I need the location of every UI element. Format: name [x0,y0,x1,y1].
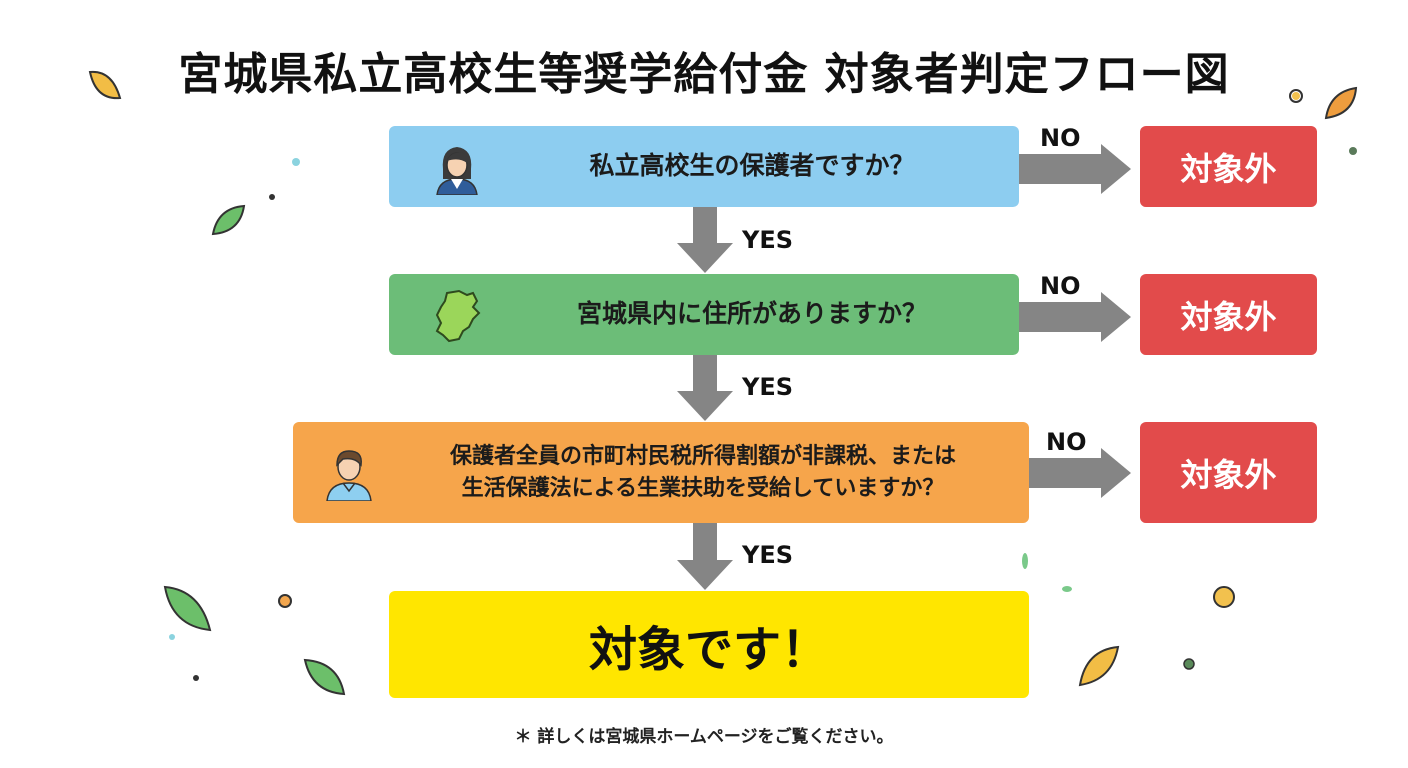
dot [193,675,199,681]
no-label: NO [1040,124,1081,152]
dot [169,634,175,640]
no-label: NO [1046,428,1087,456]
question-text-line: 生活保護法による生業扶助を受給していますか？ [461,475,945,501]
miyagi-map-icon [435,289,481,342]
leaf-icon [163,585,212,632]
footnote: ＊ 詳しくは宮城県ホームページをご覧ください。 [514,727,894,747]
yes-label: YES [742,373,794,401]
dot [1062,586,1072,592]
yes-arrow [677,523,733,590]
dot [278,594,292,608]
leaf-icon [1324,86,1358,120]
not-eligible-box: 対象外 [1140,274,1317,355]
yes-label: YES [742,541,794,569]
dot [1289,89,1303,103]
question-box-tax-status: 保護者全員の市町村民税所得割額が非課税、または 生活保護法による生業扶助を受給し… [293,422,1029,523]
leaf-icon [88,70,122,100]
yes-arrow [677,355,733,421]
woman-icon [436,146,478,195]
question-text-line: 保護者全員の市町村民税所得割額が非課税、または [449,443,956,469]
dot [1349,147,1357,155]
leaf-icon [303,658,346,696]
dot [292,158,300,166]
man-icon [326,449,372,501]
question-text: 宮城県内に住所がありますか？ [576,299,927,329]
question-text: 私立高校生の保護者ですか？ [589,151,915,181]
dot [1022,553,1028,569]
no-arrow [1019,144,1131,194]
eligible-result-box: 対象です！ [389,591,1029,698]
yes-label: YES [742,226,794,254]
dot [1213,586,1235,608]
dot [1292,92,1300,100]
question-box-guardian: 私立高校生の保護者ですか？ [389,126,1019,207]
yes-arrow [677,207,733,273]
dot [269,194,275,200]
question-box-residence: 宮城県内に住所がありますか？ [389,274,1019,355]
no-label: NO [1040,272,1081,300]
page-title: 宮城県私立高校生等奨学給付金 対象者判定フロー図 [178,49,1230,100]
leaf-icon [211,204,246,236]
not-eligible-box: 対象外 [1140,422,1317,523]
no-arrow [1019,292,1131,342]
no-arrow [1029,448,1131,498]
leaf-icon [1078,645,1120,687]
not-eligible-box: 対象外 [1140,126,1317,207]
question-text: 保護者全員の市町村民税所得割額が非課税、または 生活保護法による生業扶助を受給し… [377,441,1029,505]
dot [1183,658,1195,670]
